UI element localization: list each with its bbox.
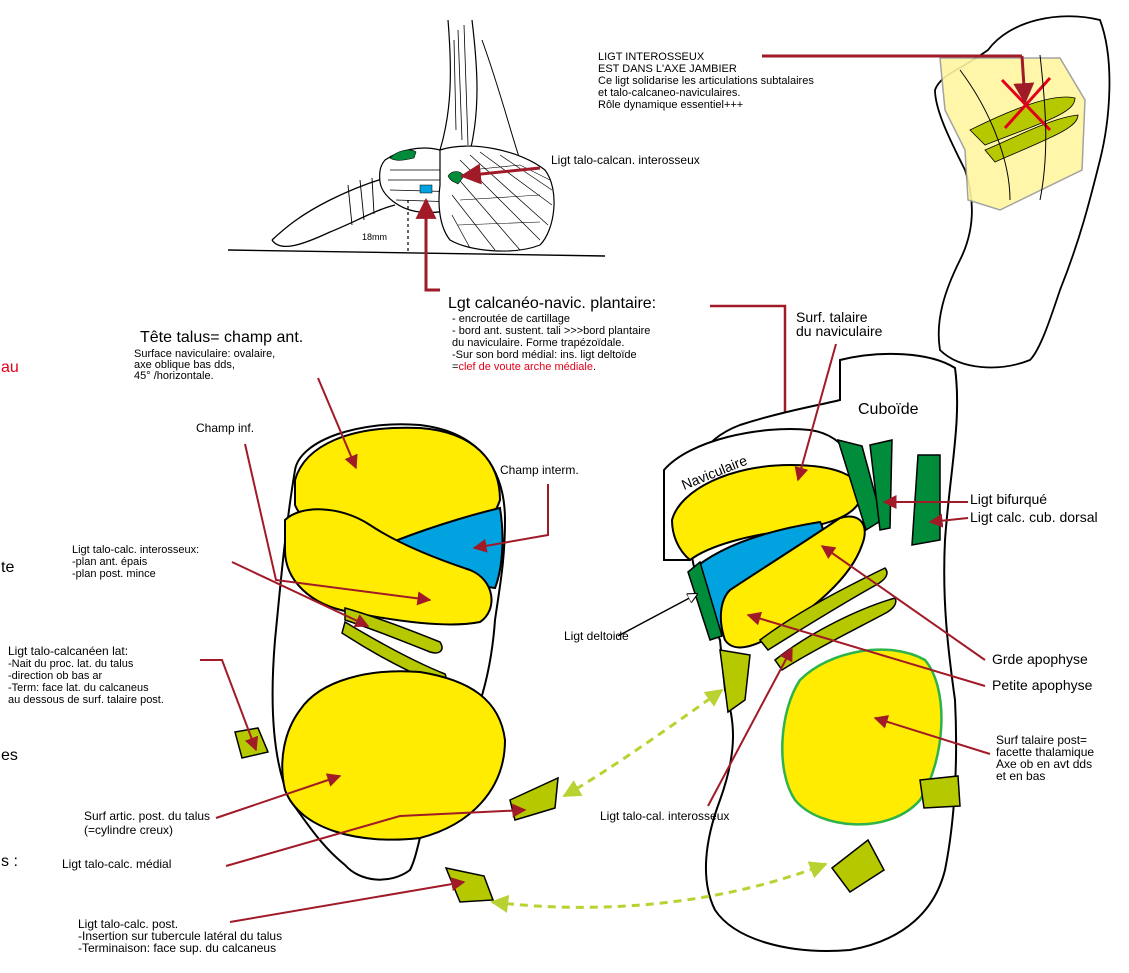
interosseux-note-line-3: Ce ligt solidarise les articulations sub…: [598, 75, 814, 87]
talus-medial-label: Ligt talo-calc. médial: [62, 857, 171, 871]
cuboide-label: Cuboïde: [858, 401, 919, 418]
edge-text-s: s :: [1, 853, 18, 870]
plantaire-line-3: du naviculaire. Forme trapézoïdale.: [452, 337, 624, 349]
foot-label: Ligt talo-calcan. interosseux: [551, 153, 700, 167]
surf-talaire-nav-2: du naviculaire: [796, 323, 883, 339]
talus-interosseux-1: Ligt talo-calc. interosseux:: [72, 544, 199, 556]
talus-post-surface: [282, 671, 505, 839]
interosseux-note-line-4: et talo-calcaneo-naviculaires.: [598, 87, 740, 99]
edge-text-es: es: [1, 747, 18, 764]
edge-text-te: te: [1, 559, 14, 576]
plantaire-line-1: - encroutée de cartillage: [452, 313, 570, 325]
foot-sketch: 18mm: [228, 20, 605, 290]
talo-cal-interosseux-label: Ligt talo-cal. interosseux: [600, 809, 729, 823]
talus-lat-1: Ligt talo-calcanéen lat:: [8, 644, 128, 658]
talus-lat-3: -direction ob bas ar: [8, 670, 102, 682]
talus-sub-3: 45° /horizontale.: [134, 370, 214, 382]
talus-lat-2: -Nait du proc. lat. du talus: [8, 658, 134, 670]
talus-post-3: -Terminaison: face sup. du calcaneus: [78, 941, 276, 955]
talus-lat-4: -Term: face lat. du calcaneus: [8, 682, 149, 694]
talus-figure: [235, 424, 558, 902]
talus-post-surface-1: Surf artic. post. du talus: [84, 809, 210, 823]
interosseux-note-line-5: Rôle dynamique essentiel+++: [598, 99, 743, 111]
surf-talaire-post: [782, 650, 941, 825]
petite-apophyse-label: Petite apophyse: [992, 677, 1093, 693]
talus-lat-5: au dessous de surf. talaire post.: [8, 694, 164, 706]
interosseux-note-line-1: LIGT INTEROSSEUX: [598, 51, 705, 63]
foot-measure: 18mm: [362, 232, 387, 242]
bifurque-label: Ligt bifurqué: [970, 491, 1047, 507]
edge-text-au: au: [1, 359, 19, 376]
grde-apophyse-label: Grde apophyse: [992, 651, 1088, 667]
calc-cub-label: Ligt calc. cub. dorsal: [970, 509, 1098, 525]
plantaire-line-2: - bord ant. sustent. tali >>>bord planta…: [452, 325, 650, 337]
plantaire-line-4: -Sur son bord médial: ins. ligt deltoïde: [452, 349, 637, 361]
talus-interosseux-2: -plan ant. épais: [72, 556, 148, 568]
plantaire-line-5: =clef de voute arche médiale.: [452, 361, 596, 373]
talus-post-surface-2: (=cylindre creux): [84, 823, 173, 837]
plantaire-title: Lgt calcanéo-navic. plantaire:: [448, 295, 656, 312]
champ-inf-label: Champ inf.: [196, 421, 254, 435]
surf-talaire-post-4: et en bas: [996, 769, 1045, 783]
talus-interosseux-3: -plan post. mince: [72, 568, 156, 580]
champ-interm-label: Champ interm.: [500, 463, 579, 477]
dashed-connector-upper: [564, 690, 722, 796]
talus-title: Tête talus= champ ant.: [140, 329, 303, 346]
calcaneus-figure: [664, 354, 960, 951]
interosseux-note-line-2: EST DANS L'AXE JAMBIER: [598, 63, 737, 75]
